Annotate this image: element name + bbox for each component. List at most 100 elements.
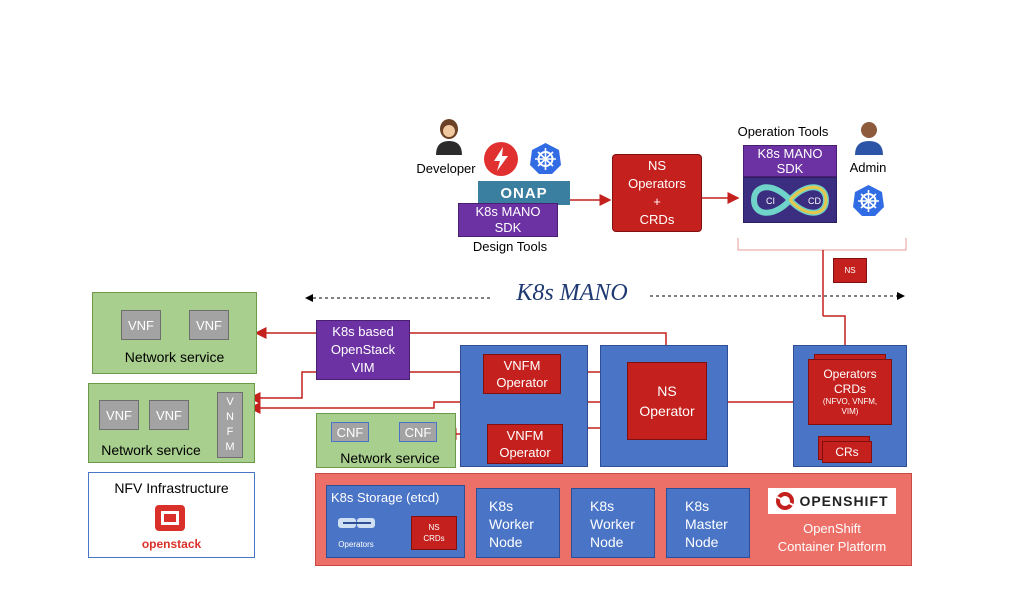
worker-node-label: K8s Worker Node [590, 497, 640, 551]
ns-crds-line1: NS [428, 523, 440, 532]
design-sdk-box: K8s MANO SDK [458, 203, 558, 237]
worker-node-label: K8s Worker Node [489, 497, 539, 551]
ns-operator-box: NS Operator [627, 362, 707, 440]
op-sdk-box: K8s MANO SDK [743, 145, 837, 177]
vnfm-letter: M [225, 441, 235, 453]
ns-scroll-line3: + [653, 194, 661, 209]
ns-scroll-line4: CRDs [639, 212, 675, 227]
master-node-line3: Node [685, 534, 719, 550]
worker-node-line2: Worker [489, 516, 534, 532]
admin-icon [855, 122, 883, 155]
vnf-box: VNF [121, 310, 161, 340]
admin-kubernetes-icon [852, 184, 885, 217]
operators-small-label: Operators [338, 540, 374, 549]
openshift-platform: K8s Storage (etcd) Operators NS CRDs K8s… [315, 473, 912, 566]
k8s-master-node: K8s Master Node [666, 488, 750, 558]
admin-label: Admin [849, 160, 887, 175]
ci-cd-graphic: CI CD [743, 177, 837, 223]
op-sdk-line1: K8s MANO [757, 146, 823, 161]
openshift-label: OpenShift Container Platform [766, 520, 898, 556]
vim-line3: VIM [351, 360, 375, 375]
op-sdk-line2: SDK [776, 161, 804, 176]
openshift-icon [776, 492, 795, 510]
ns-scroll-line1: NS [647, 158, 667, 173]
operators-chain-icon [338, 518, 375, 528]
network-service-label: Network service [340, 450, 440, 466]
vnfm-letter: V [226, 396, 234, 408]
developer-icon [436, 119, 462, 155]
master-node-label: K8s Master Node [685, 497, 735, 551]
developer-label: Developer [416, 161, 476, 176]
network-service-3: CNF CNF Network service [316, 413, 456, 468]
kubernetes-icon [529, 142, 562, 175]
ci-text: CI [766, 196, 775, 206]
vnfm-operator-line1: VNFM [506, 428, 544, 443]
onap-logo: ONAP [478, 181, 570, 205]
worker-node-line3: Node [489, 534, 523, 550]
openshift-wordmark: OPENSHIFT [799, 493, 889, 509]
network-service-2: VNF VNF V N F M Network service [88, 383, 255, 463]
vim-line1: K8s based [332, 324, 394, 339]
master-node-line2: Master [685, 516, 728, 532]
operators-crds-box: Operators CRDs (NFVO, VNFM, VIM) [808, 359, 892, 425]
worker-node-line1: K8s [590, 498, 615, 514]
ns-crds-line2: CRDs [423, 534, 445, 543]
ns-small-label: NS [844, 266, 856, 275]
vim-line2: OpenStack [330, 342, 396, 357]
operation-tools-label: Operation Tools [737, 124, 829, 139]
worker-node-line3: Node [590, 534, 624, 550]
ns-scroll-line2: Operators [628, 176, 686, 191]
vnfm-letter: F [226, 426, 234, 438]
vnfm-operator-1: VNFM Operator [483, 354, 561, 394]
cnf-box: CNF [331, 422, 369, 442]
operators-crds-line1: Operators [823, 367, 877, 381]
crs-box: CRs [822, 441, 872, 463]
cnf-box: CNF [399, 422, 437, 442]
openstack-icon [153, 503, 187, 533]
ns-operators-crds-scroll: NS Operators + CRDs [612, 154, 702, 232]
ns-operator-line1: NS [657, 383, 677, 399]
vnfm-operator-line2: Operator [496, 375, 548, 390]
node-panel-3: Operators CRDs (NFVO, VNFM, VIM) CRs [793, 345, 907, 467]
design-sdk-line1: K8s MANO [475, 204, 541, 219]
developer-avatar [434, 117, 464, 155]
onap-label: ONAP [500, 184, 548, 202]
ops-bracket [737, 238, 907, 251]
k8s-worker-node-2: K8s Worker Node [571, 488, 655, 558]
ns-operator-line2: Operator [639, 403, 695, 419]
crs-label: CRs [835, 445, 859, 459]
nfv-infrastructure-box: NFV Infrastructure openstack [88, 472, 255, 558]
network-service-label: Network service [101, 442, 201, 458]
node-panel-2: NS Operator [600, 345, 728, 467]
infinity-icon: CI CD [750, 184, 830, 216]
nfv-infrastructure-label: NFV Infrastructure [114, 480, 229, 496]
operators-crds-sub: (NFVO, VNFM, VIM) [822, 397, 878, 416]
openstack-wordmark: openstack [141, 537, 202, 551]
vnfm-operator-2: VNFM Operator [487, 424, 563, 464]
design-sdk-line2: SDK [494, 220, 522, 235]
openshift-line2: Container Platform [777, 539, 887, 554]
vnfm-operator-line2: Operator [499, 445, 551, 460]
ns-crds-small-box: NS CRDs [411, 516, 457, 550]
operators-graphic [337, 514, 377, 534]
worker-node-line2: Worker [590, 516, 635, 532]
k8s-storage-box: K8s Storage (etcd) Operators NS CRDs [326, 485, 465, 558]
ns-small-scroll: NS [833, 258, 867, 283]
k8s-worker-node-1: K8s Worker Node [476, 488, 560, 558]
k8s-storage-label: K8s Storage (etcd) [331, 490, 440, 505]
cd-text: CD [808, 196, 821, 206]
k8s-mano-title: K8s MANO [516, 280, 628, 306]
design-tools-label: Design Tools [472, 239, 548, 254]
network-service-1: VNF VNF Network service [92, 292, 257, 374]
vnf-box: VNF [99, 400, 139, 430]
operators-crds-line2: CRDs [834, 382, 866, 396]
worker-node-line1: K8s [489, 498, 514, 514]
network-service-label: Network service [124, 349, 225, 365]
lightning-icon [483, 141, 519, 177]
openshift-line1: OpenShift [803, 521, 861, 536]
master-node-line1: K8s [685, 498, 710, 514]
vnfm-operator-line1: VNFM [503, 358, 541, 373]
node-panel-1: VNFM Operator VNFM Operator [460, 345, 588, 467]
vnfm-vertical-box: V N F M [217, 392, 243, 458]
openstack-vim-box: K8s based OpenStack VIM [316, 320, 410, 380]
